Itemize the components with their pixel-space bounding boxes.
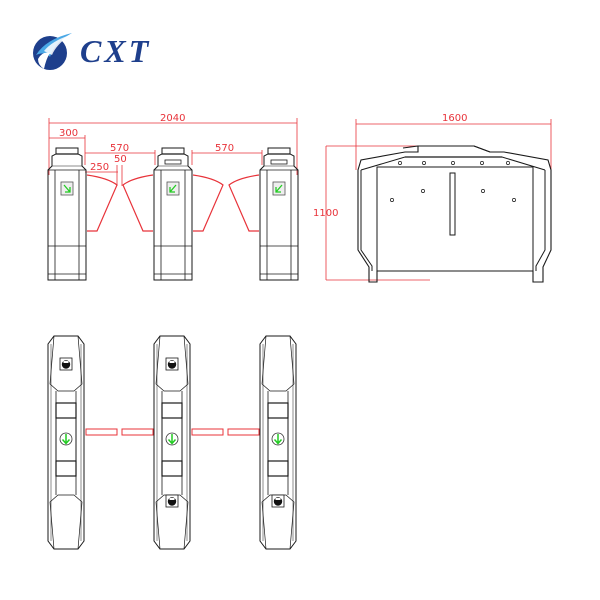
card-reader-icon <box>165 357 179 371</box>
card-reader-icon <box>59 357 73 371</box>
dim-flap-gap: 50 <box>114 154 127 165</box>
top-cabinet-2 <box>153 335 191 550</box>
dim-lane-width-1: 570 <box>110 143 129 154</box>
brand-name: CXT <box>80 32 152 69</box>
dim-flap-length: 250 <box>90 162 109 173</box>
card-reader-icon <box>271 494 285 508</box>
card-reader-icon <box>165 494 179 508</box>
front-cabinet-1 <box>47 147 87 281</box>
dim-overall-width: 2040 <box>160 113 185 124</box>
front-cabinet-2 <box>153 147 193 281</box>
brand-logo: CXT <box>30 26 190 76</box>
front-view-dimensions <box>48 118 298 186</box>
cxt-logo-icon <box>33 33 72 70</box>
top-flaps <box>85 428 260 436</box>
arrow-down-left-icon <box>275 184 283 193</box>
front-flaps <box>86 174 260 232</box>
dim-side-width: 1600 <box>442 113 467 124</box>
dim-side-height: 1100 <box>313 208 338 219</box>
dim-lane-width-2: 570 <box>215 143 234 154</box>
arrow-down-right-icon <box>63 184 71 193</box>
dim-cabinet-width: 300 <box>59 128 78 139</box>
arrow-down-left-icon <box>169 184 177 193</box>
front-cabinet-3 <box>259 147 299 281</box>
side-view-cabinet <box>357 145 552 283</box>
top-cabinet-3 <box>259 335 297 550</box>
side-view-dimensions <box>325 119 552 281</box>
top-cabinet-1 <box>47 335 85 550</box>
